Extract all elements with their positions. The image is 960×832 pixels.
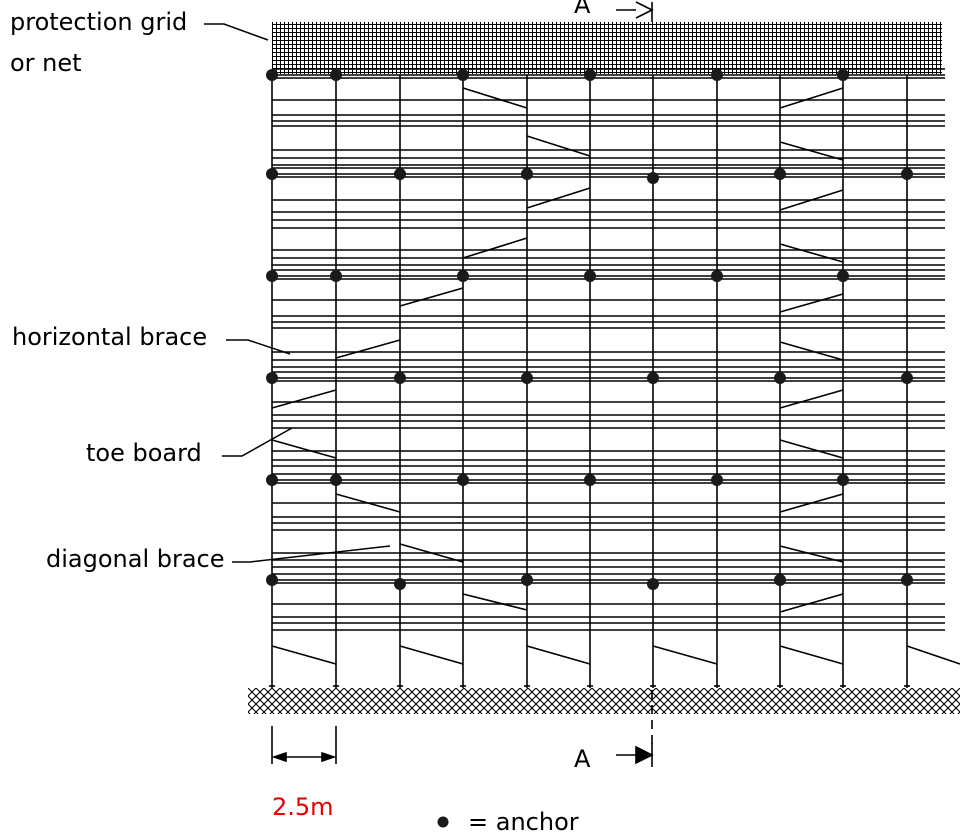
anchor-point — [711, 69, 723, 81]
anchor-point — [266, 574, 278, 586]
anchor-point — [711, 270, 723, 282]
anchor-point — [457, 270, 469, 282]
horizontal-brace-label: horizontal brace — [12, 323, 207, 351]
anchor-point — [647, 372, 659, 384]
diagonal-brace — [779, 189, 844, 211]
anchor-point — [584, 474, 596, 486]
anchor-point — [266, 270, 278, 282]
diagonal-brace — [335, 493, 401, 513]
anchor-point — [457, 69, 469, 81]
section-label-bottom: A — [574, 745, 591, 773]
diagonal-brace — [399, 645, 464, 665]
anchor-point — [330, 270, 342, 282]
anchor-point — [584, 270, 596, 282]
diagonal-brace — [652, 645, 718, 665]
anchor-point — [901, 168, 913, 180]
diagonal-brace — [462, 237, 528, 259]
diagonal-brace — [779, 141, 844, 161]
dimension-label: 2.5m — [272, 793, 334, 821]
diagonal-brace — [779, 341, 844, 361]
toe-board-leader — [222, 427, 293, 457]
anchor-point — [584, 69, 596, 81]
anchor-point — [837, 69, 849, 81]
diagonal-brace — [779, 87, 844, 109]
anchor-points — [266, 69, 913, 590]
protection-grid-label: protection grid — [10, 8, 187, 36]
anchor-point — [266, 168, 278, 180]
diagonal-brace — [462, 87, 528, 109]
anchor-point — [901, 574, 913, 586]
anchor-point — [394, 372, 406, 384]
diagonal-brace — [526, 645, 591, 665]
scaffold-frame — [269, 68, 960, 688]
anchor-point — [394, 168, 406, 180]
protection-net-label: or net — [10, 49, 82, 77]
anchor-point — [837, 474, 849, 486]
anchor-point — [266, 372, 278, 384]
diagonal-brace — [271, 645, 337, 665]
anchor-point — [774, 168, 786, 180]
anchor-point — [774, 574, 786, 586]
ground-hatch — [248, 688, 960, 714]
diagonal-brace — [779, 593, 844, 613]
diagonal-brace-label: diagonal brace — [46, 545, 225, 573]
diagonal-brace — [335, 339, 401, 359]
anchor-point — [457, 474, 469, 486]
diagonal-brace — [462, 593, 528, 611]
diagonal-brace — [906, 645, 960, 665]
diagonal-brace — [779, 389, 844, 409]
section-cut-line — [616, 1, 654, 767]
diagonal-brace — [399, 543, 464, 563]
diagonal-brace-leader — [232, 545, 391, 563]
diagonal-brace — [779, 293, 844, 313]
diagonal-brace — [271, 439, 337, 459]
diagonal-brace — [779, 439, 844, 459]
diagonal-brace — [271, 389, 337, 409]
anchor-point — [647, 578, 659, 590]
protection-leader-line — [204, 23, 269, 41]
anchor-legend-label: = anchor — [468, 808, 579, 832]
diagonal-brace — [779, 493, 844, 513]
anchor-point — [521, 574, 533, 586]
anchor-point — [901, 372, 913, 384]
anchor-legend-icon — [437, 816, 449, 828]
anchor-point — [647, 172, 659, 184]
diagonal-brace — [779, 645, 844, 665]
anchor-point — [394, 578, 406, 590]
anchor-point — [837, 270, 849, 282]
protection-net — [272, 22, 942, 74]
anchor-point — [266, 69, 278, 81]
anchor-point — [521, 372, 533, 384]
diagonal-brace — [779, 545, 844, 563]
horizontal-brace-leader — [226, 339, 291, 355]
toe-board-label: toe board — [86, 439, 202, 467]
diagonal-brace — [779, 243, 844, 263]
anchor-point — [774, 372, 786, 384]
section-label-top: A — [574, 0, 591, 19]
bay-dimension — [271, 726, 337, 764]
anchor-point — [330, 69, 342, 81]
anchor-point — [521, 168, 533, 180]
anchor-point — [266, 474, 278, 486]
diagonal-brace — [399, 287, 464, 307]
diagonal-brace — [526, 135, 591, 157]
anchor-point — [330, 474, 342, 486]
anchor-point — [711, 474, 723, 486]
diagonal-brace — [526, 187, 591, 209]
